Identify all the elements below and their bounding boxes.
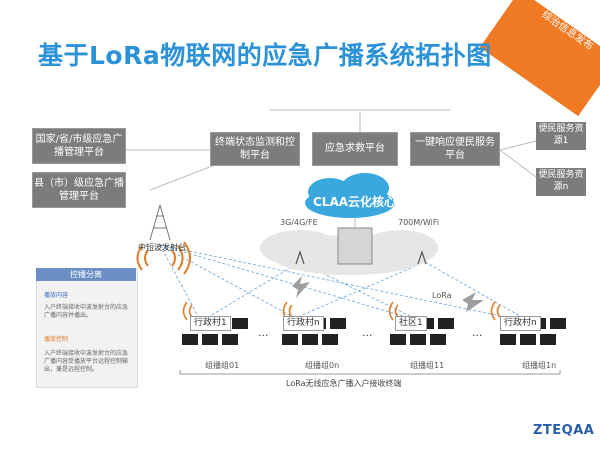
- village-tag: 社区1: [395, 316, 427, 331]
- wave-icon: [182, 301, 188, 321]
- wave-icon: [496, 304, 501, 318]
- rescue-platform-box: 应急求救平台: [312, 132, 398, 166]
- core-cloud: [305, 173, 395, 218]
- service-resource-1-box: 便民服务资源1: [536, 122, 586, 150]
- wave-icon: [490, 301, 496, 321]
- wave-icon: [388, 301, 394, 321]
- antenna-icon: [417, 250, 427, 265]
- village-tag: 行政村n: [283, 316, 324, 331]
- broadcast-line: [299, 261, 426, 317]
- group-label: 组播组0n: [305, 361, 340, 370]
- gateway-device-icon: [337, 227, 373, 265]
- bottom-caption: LoRa无线应急广播入户接收终端: [286, 379, 402, 388]
- ellipsis-label: ...: [362, 326, 373, 339]
- wave-icon: [188, 304, 193, 318]
- village-tag: 行政村n: [500, 316, 541, 331]
- legend-text: 入户终端接收中波发射台的应急广播内容受播放平台远程控制输出，兼是远程控制。: [44, 350, 129, 373]
- broadcast-line: [209, 261, 301, 317]
- zte-logo: ZTEQAA: [533, 423, 595, 438]
- wave-icon: [171, 241, 191, 275]
- page-title: 基于LoRa物联网的应急广播系统拓扑图: [38, 41, 492, 70]
- wireless-link-label: 700M/WiFi: [398, 218, 440, 227]
- lightning-icon: [462, 292, 484, 312]
- mw-station-label: 中短波发射台: [138, 243, 186, 252]
- ellipsis-label: ...: [472, 326, 483, 339]
- village-tag: 行政村1: [190, 316, 231, 331]
- broadcast-line: [424, 261, 521, 317]
- wave-icon: [136, 245, 149, 271]
- group-label: 组播组11: [410, 361, 445, 370]
- connector-line: [499, 149, 541, 181]
- group-label: 组播组01: [205, 361, 240, 370]
- bracket-line: [179, 370, 561, 375]
- broadcast-tower-icon: [149, 204, 171, 241]
- broadcast-line: [159, 244, 411, 319]
- monitor-platform-box: 终端状态监测和控制平台: [210, 132, 300, 166]
- antenna-icon: [295, 250, 305, 265]
- lightning-icon: [292, 276, 310, 298]
- one-key-platform-box: 一键响应便民服务平台: [410, 132, 500, 166]
- legend-panel: [36, 268, 138, 388]
- core-network-label: CLAA云化核心网: [313, 195, 409, 209]
- connector-line: [499, 139, 541, 151]
- ellipsis-label: ...: [258, 326, 269, 339]
- county-platform-box: 县（市）级应急广播管理平台: [32, 172, 126, 208]
- broadcast-line: [159, 244, 511, 319]
- group-label: 组播组1n: [522, 361, 557, 370]
- service-resource-n-box: 便民服务资源n: [536, 168, 586, 196]
- legend-text: 入户终端接收中波发射台的应急广播内容并播出。: [44, 304, 129, 319]
- national-platform-box: 国家/省/市级应急广播管理平台: [32, 128, 126, 164]
- wave-icon: [394, 304, 399, 318]
- broadcast-line: [159, 244, 201, 321]
- wave-icon: [288, 304, 293, 318]
- legend-heading: 播放控制: [44, 336, 69, 343]
- legend-title: 控播分离: [36, 268, 136, 281]
- lora-link-label: LoRa: [432, 291, 452, 300]
- gray-cloud: [260, 230, 438, 275]
- legend-heading: 播放内容: [44, 292, 69, 299]
- mobile-link-label: 3G/4G/FE: [280, 218, 318, 227]
